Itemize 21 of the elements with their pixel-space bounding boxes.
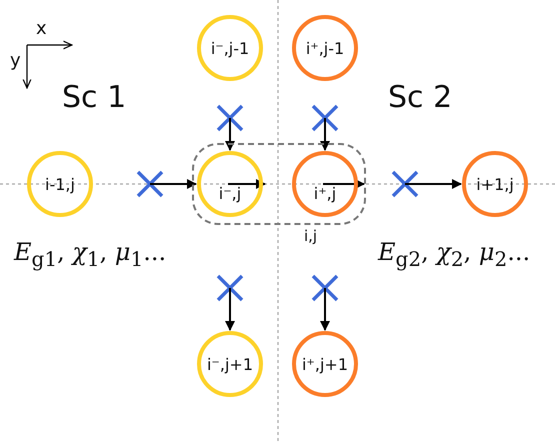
- grid-point-circle: i⁺,j+1: [292, 331, 358, 397]
- parameter-list: E$_{g2}$, χ$_{2}$, μ$_{2}$...: [378, 238, 530, 271]
- axis-label: x: [36, 18, 47, 39]
- region-label: Sc 1: [62, 80, 126, 115]
- axis-label: y: [10, 50, 21, 71]
- arrow: [225, 288, 235, 331]
- grid-point-circle: i+1,j: [462, 151, 528, 217]
- arrow: [405, 179, 462, 189]
- arrow: [150, 179, 197, 189]
- grid-point-circle: i⁻,j-1: [197, 15, 263, 81]
- parameter-list: E$_{g1}$, χ$_{1}$, μ$_{1}$...: [14, 238, 166, 271]
- grid-point-circle: i⁺,j: [292, 151, 358, 217]
- arrow: [320, 118, 330, 151]
- grid-point-circle: i-1,j: [27, 151, 93, 217]
- arrow: [225, 118, 235, 151]
- cell-label: i,j: [304, 227, 318, 245]
- grid-point-circle: i⁻,j+1: [197, 331, 263, 397]
- region-label: Sc 2: [388, 80, 452, 115]
- grid-point-circle: i⁻,j: [197, 151, 263, 217]
- grid-point-circle: i⁺,j-1: [292, 15, 358, 81]
- arrow: [320, 288, 330, 331]
